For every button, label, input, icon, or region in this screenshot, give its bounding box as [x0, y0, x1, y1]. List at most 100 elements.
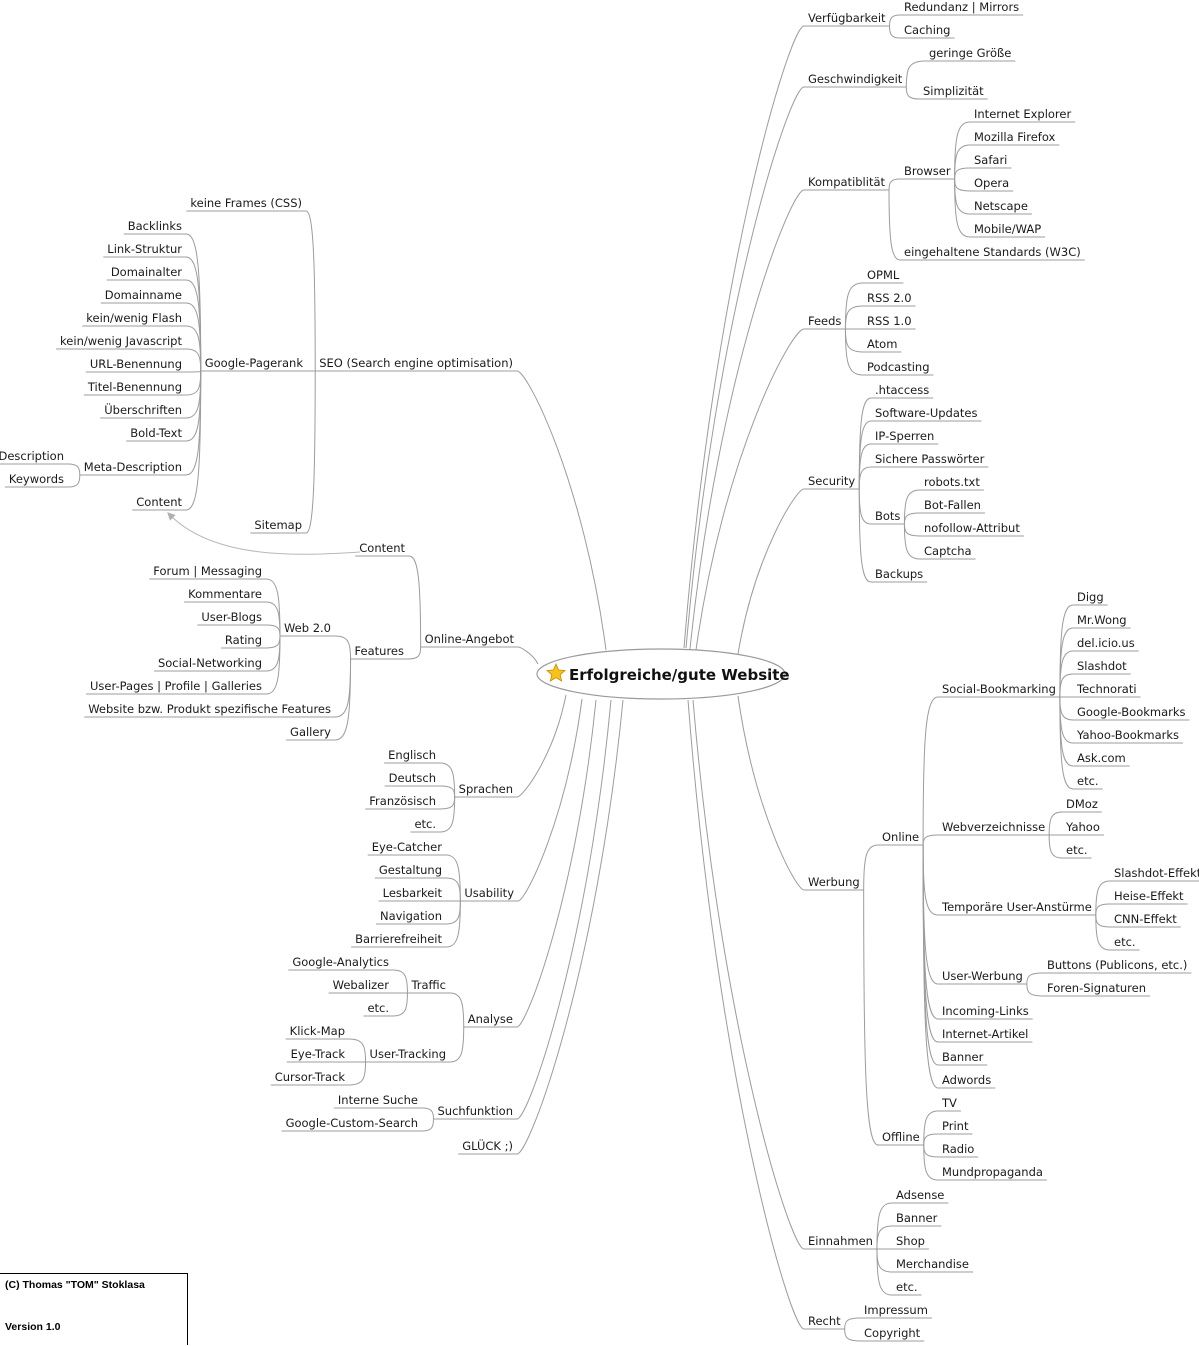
topic-incoming-links[interactable]: Incoming-Links: [942, 1004, 1029, 1018]
topic-kein-wenig-javascript[interactable]: kein/wenig Javascript: [60, 334, 182, 348]
topic-dmoz[interactable]: DMoz: [1066, 797, 1098, 811]
topic-opera[interactable]: Opera: [974, 176, 1009, 190]
topic-impressum[interactable]: Impressum: [864, 1303, 928, 1317]
topic-print[interactable]: Print: [942, 1119, 969, 1133]
topic-sichere-passw-rter[interactable]: Sichere Passwörter: [875, 452, 985, 466]
topic-forum-messaging[interactable]: Forum | Messaging: [153, 564, 262, 578]
topic-sitemap[interactable]: Sitemap: [254, 518, 302, 532]
topic-analyse[interactable]: Analyse: [468, 1012, 513, 1026]
topic-bot-fallen[interactable]: Bot-Fallen: [924, 498, 981, 512]
topic-tempor-re-user-anst-rme[interactable]: Temporäre User-Anstürme: [941, 900, 1092, 914]
topic-lesbarkeit[interactable]: Lesbarkeit: [383, 886, 443, 900]
topic-etc[interactable]: etc.: [1114, 935, 1136, 949]
topic-mobile-wap[interactable]: Mobile/WAP: [974, 222, 1041, 236]
topic-sprachen[interactable]: Sprachen: [459, 782, 513, 796]
topic-digg[interactable]: Digg: [1077, 590, 1104, 604]
topic-htaccess[interactable]: .htaccess: [875, 383, 929, 397]
topic-keywords[interactable]: Keywords: [9, 472, 64, 486]
topic-keine-frames-css[interactable]: keine Frames (CSS): [190, 196, 302, 210]
topic-etc[interactable]: etc.: [1066, 843, 1088, 857]
topic-adsense[interactable]: Adsense: [896, 1188, 944, 1202]
topic-titel-benennung[interactable]: Titel-Benennung: [87, 380, 182, 394]
topic-franz-sisch[interactable]: Französisch: [369, 794, 436, 808]
topic-simplizit-t[interactable]: Simplizität: [923, 84, 984, 98]
topic-social-networking[interactable]: Social-Networking: [158, 656, 262, 670]
topic-barrierefreiheit[interactable]: Barrierefreiheit: [355, 932, 442, 946]
topic-berschriften[interactable]: Überschriften: [104, 401, 182, 417]
topic-redundanz-mirrors[interactable]: Redundanz | Mirrors: [904, 0, 1019, 14]
topic-klick-map[interactable]: Klick-Map: [290, 1024, 345, 1038]
topic-copyright[interactable]: Copyright: [864, 1326, 921, 1340]
topic-opml[interactable]: OPML: [867, 268, 900, 282]
topic-backlinks[interactable]: Backlinks: [128, 219, 182, 233]
topic-user-blogs[interactable]: User-Blogs: [201, 610, 262, 624]
topic-internet-explorer[interactable]: Internet Explorer: [974, 107, 1071, 121]
topic-security[interactable]: Security: [808, 474, 855, 488]
topic-software-updates[interactable]: Software-Updates: [875, 406, 977, 420]
topic-online-angebot[interactable]: Online-Angebot: [425, 632, 515, 646]
topic-web-2-0[interactable]: Web 2.0: [284, 621, 331, 635]
topic-mozilla-firefox[interactable]: Mozilla Firefox: [974, 130, 1056, 144]
topic-user-werbung[interactable]: User-Werbung: [942, 969, 1023, 983]
topic-etc[interactable]: etc.: [414, 817, 436, 831]
topic-tv[interactable]: TV: [941, 1096, 957, 1110]
topic-captcha[interactable]: Captcha: [924, 544, 972, 558]
topic-shop[interactable]: Shop: [896, 1234, 925, 1248]
topic-slashdot-effekt[interactable]: Slashdot-Effekt: [1114, 866, 1199, 880]
topic-website-bzw-produkt-spezifische-features[interactable]: Website bzw. Produkt spezifische Feature…: [88, 702, 331, 716]
topic-traffic[interactable]: Traffic: [410, 978, 446, 992]
topic-content[interactable]: Content: [359, 541, 405, 555]
topic-feeds[interactable]: Feeds: [808, 314, 841, 328]
topic-content[interactable]: Content: [136, 495, 182, 509]
topic-geschwindigkeit[interactable]: Geschwindigkeit: [808, 72, 903, 86]
topic-rss-1-0[interactable]: RSS 1.0: [867, 314, 912, 328]
topic-gl-ck[interactable]: GLÜCK ;): [462, 1137, 513, 1153]
topic-user-tracking[interactable]: User-Tracking: [370, 1047, 446, 1061]
topic-rss-2-0[interactable]: RSS 2.0: [867, 291, 912, 305]
topic-slashdot[interactable]: Slashdot: [1077, 659, 1127, 673]
topic-interne-suche[interactable]: Interne Suche: [338, 1093, 418, 1107]
topic-robots-txt[interactable]: robots.txt: [924, 475, 980, 489]
topic-browser[interactable]: Browser: [904, 164, 951, 178]
topic-yahoo[interactable]: Yahoo: [1065, 820, 1100, 834]
topic-online[interactable]: Online: [882, 830, 919, 844]
topic-usability[interactable]: Usability: [464, 886, 514, 900]
topic-safari[interactable]: Safari: [974, 153, 1007, 167]
topic-eingehaltene-standards-w3c[interactable]: eingehaltene Standards (W3C): [904, 245, 1081, 259]
central-topic[interactable]: Erfolgreiche/gute Website: [536, 648, 790, 700]
topic-eye-catcher[interactable]: Eye-Catcher: [372, 840, 443, 854]
topic-etc[interactable]: etc.: [367, 1001, 389, 1015]
topic-google-pagerank[interactable]: Google-Pagerank: [205, 356, 304, 370]
topic-ask-com[interactable]: Ask.com: [1077, 751, 1126, 765]
topic-google-custom-search[interactable]: Google-Custom-Search: [286, 1116, 418, 1130]
topic-werbung[interactable]: Werbung: [808, 875, 860, 889]
topic-webverzeichnisse[interactable]: Webverzeichnisse: [942, 820, 1045, 834]
topic-yahoo-bookmarks[interactable]: Yahoo-Bookmarks: [1076, 728, 1179, 742]
topic-cnn-effekt[interactable]: CNN-Effekt: [1114, 912, 1177, 926]
topic-einnahmen[interactable]: Einnahmen: [808, 1234, 873, 1248]
topic-domainalter[interactable]: Domainalter: [111, 265, 182, 279]
topic-geringe-gr-e[interactable]: geringe Größe: [929, 46, 1011, 60]
topic-google-analytics[interactable]: Google-Analytics: [292, 955, 389, 969]
topic-cursor-track[interactable]: Cursor-Track: [275, 1070, 346, 1084]
topic-internet-artikel[interactable]: Internet-Artikel: [942, 1027, 1028, 1041]
topic-link-struktur[interactable]: Link-Struktur: [107, 242, 182, 256]
topic-banner[interactable]: Banner: [942, 1050, 984, 1064]
topic-mr-wong[interactable]: Mr.Wong: [1077, 613, 1127, 627]
topic-heise-effekt[interactable]: Heise-Effekt: [1114, 889, 1184, 903]
topic-del-icio-us[interactable]: del.icio.us: [1077, 636, 1135, 650]
topic-caching[interactable]: Caching: [904, 23, 950, 37]
topic-recht[interactable]: Recht: [808, 1314, 841, 1328]
topic-adwords[interactable]: Adwords: [942, 1073, 991, 1087]
topic-verf-gbarkeit[interactable]: Verfügbarkeit: [808, 11, 886, 25]
topic-kein-wenig-flash[interactable]: kein/wenig Flash: [86, 311, 182, 325]
topic-foren-signaturen[interactable]: Foren-Signaturen: [1047, 981, 1146, 995]
topic-bots[interactable]: Bots: [875, 509, 900, 523]
topic-technorati[interactable]: Technorati: [1076, 682, 1137, 696]
topic-webalizer[interactable]: Webalizer: [333, 978, 390, 992]
topic-gestaltung[interactable]: Gestaltung: [379, 863, 442, 877]
topic-backups[interactable]: Backups: [875, 567, 923, 581]
topic-mundpropaganda[interactable]: Mundpropaganda: [942, 1165, 1043, 1179]
topic-kommentare[interactable]: Kommentare: [188, 587, 262, 601]
topic-kompatiblit-t[interactable]: Kompatiblität: [808, 175, 886, 189]
